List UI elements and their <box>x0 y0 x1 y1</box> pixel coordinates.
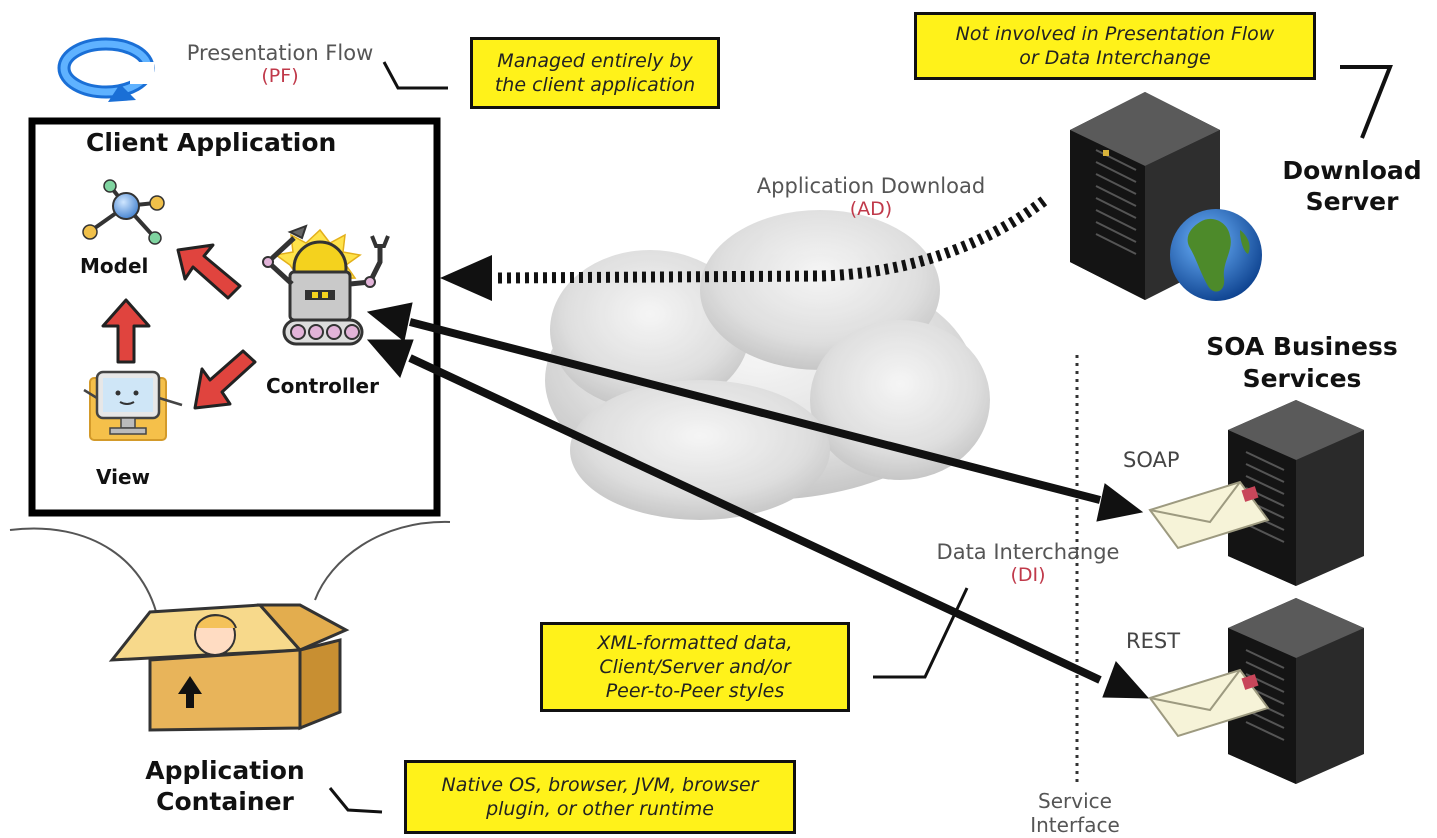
application-container-line: Container <box>156 787 294 816</box>
service-interface-line: Interface <box>1030 813 1120 837</box>
container-note: Native OS, browser, JVM, browser plugin,… <box>404 760 796 834</box>
managed-note: Managed entirely by the client applicati… <box>470 37 720 109</box>
application-download-abbr: (AD) <box>849 198 893 220</box>
globe-icon <box>1170 209 1262 301</box>
note-line: Client/Server and/or <box>599 656 791 678</box>
service-interface-line: Service <box>1038 789 1112 813</box>
note-line: Managed entirely by <box>497 50 693 72</box>
note-line: plugin, or other runtime <box>486 798 714 820</box>
presentation-flow-text: Presentation Flow <box>186 41 374 65</box>
controller-label: Controller <box>266 374 379 398</box>
client-application-box <box>28 117 441 517</box>
container-curve-left <box>9 527 161 631</box>
rest-label: REST <box>1126 629 1181 653</box>
data-interchange-arrows <box>366 302 1150 699</box>
soa-business-services-label: SOA Business Services <box>1182 331 1422 395</box>
envelope-icon <box>1148 668 1270 738</box>
presentation-flow-abbr: (PF) <box>261 65 299 87</box>
download-server-label: Download Server <box>1262 155 1437 217</box>
download-server-line: Server <box>1305 187 1399 216</box>
xml-note: XML-formatted data, Client/Server and/or… <box>540 622 850 712</box>
presentation-flow-label: Presentation Flow (PF) <box>172 41 388 87</box>
application-container-line: Application <box>145 756 305 785</box>
application-download-arrow <box>440 195 1049 301</box>
data-interchange-text: Data Interchange <box>936 540 1120 564</box>
refresh-icon <box>57 37 155 102</box>
not-involved-connector <box>1340 65 1393 139</box>
soa-title-line: Services <box>1242 364 1362 393</box>
client-application-title: Client Application <box>86 128 337 157</box>
data-interchange-abbr: (DI) <box>1010 564 1046 586</box>
note-line: Not involved in Presentation Flow <box>955 23 1275 45</box>
box-icon <box>108 603 350 732</box>
application-container-label: Application Container <box>120 755 330 817</box>
server-icon <box>1228 400 1364 586</box>
application-download-label: Application Download (AD) <box>736 174 1006 220</box>
network-model-icon <box>82 179 165 245</box>
pf-connector <box>382 61 448 90</box>
data-interchange-label: Data Interchange (DI) <box>918 540 1138 586</box>
service-interface-label: Service Interface <box>1010 789 1140 837</box>
soap-label: SOAP <box>1123 448 1180 472</box>
container-connector <box>328 787 383 814</box>
note-line: XML-formatted data, <box>597 632 793 654</box>
di-connector <box>873 587 969 679</box>
note-line: Peer-to-Peer styles <box>605 680 785 702</box>
envelope-icon <box>1148 480 1270 550</box>
mvc-arrows <box>101 243 257 410</box>
note-line: Native OS, browser, JVM, browser <box>441 774 759 796</box>
note-line: the client application <box>494 74 696 96</box>
cloud-icon <box>545 210 990 520</box>
monitor-view-icon <box>83 370 183 441</box>
robot-controller-icon <box>262 224 390 346</box>
application-download-text: Application Download <box>756 174 986 198</box>
not-involved-note: Not involved in Presentation Flow or Dat… <box>914 12 1316 80</box>
container-curve-right <box>314 520 451 601</box>
view-label: View <box>96 465 151 489</box>
download-server-line: Download <box>1282 156 1422 185</box>
model-label: Model <box>80 254 149 278</box>
soa-title-line: SOA Business <box>1206 332 1398 361</box>
note-line: or Data Interchange <box>1019 47 1211 69</box>
